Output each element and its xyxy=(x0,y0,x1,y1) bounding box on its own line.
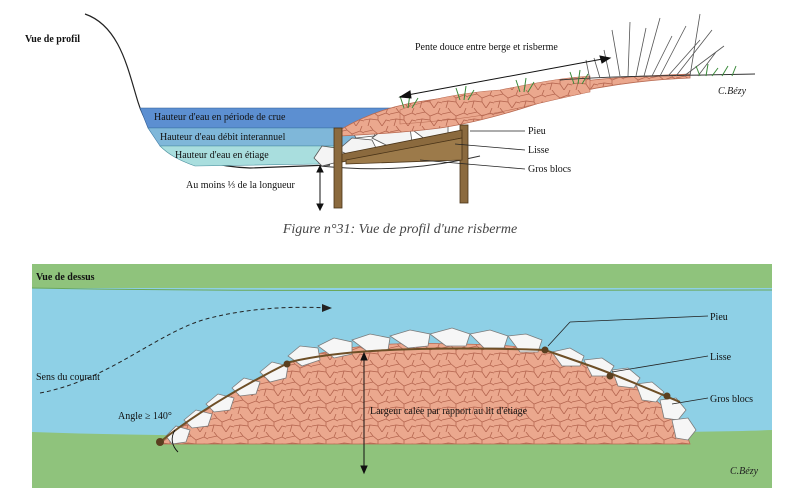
flood-level-label: Hauteur d'eau en période de crue xyxy=(154,112,286,123)
angle-label: Angle ≥ 140° xyxy=(118,411,172,422)
top-grass-band xyxy=(32,264,772,292)
width-arrow xyxy=(360,351,368,475)
top-leaders xyxy=(547,315,709,405)
low-water-layer xyxy=(159,145,346,167)
top-pieu-label: Pieu xyxy=(710,312,728,323)
gentle-slope-label: Pente douce entre berge et risberme xyxy=(415,42,558,53)
reeds xyxy=(585,13,725,81)
current-label: Sens du courant xyxy=(36,372,100,383)
stone-slope-upper xyxy=(399,75,591,125)
profile-view: Vue de profil Pente douce entre berge et… xyxy=(25,13,756,212)
profile-view-title: Vue de profil xyxy=(25,34,80,45)
current-arrow xyxy=(39,304,332,394)
profile-signature: C.Bézy xyxy=(718,86,747,97)
width-label: Largeur calée par rapport au lit d'étiag… xyxy=(370,406,528,417)
profile-gros-blocs-label: Gros blocs xyxy=(528,164,571,175)
figure-caption: Figure n°31: Vue de profil d'une risberm… xyxy=(282,222,517,237)
profile-lisse-label: Lisse xyxy=(528,145,550,156)
grass-tufts xyxy=(399,63,737,109)
profile-leaders xyxy=(419,130,526,170)
top-view: Vue de dessus Sens du courant Angle ≥ 14… xyxy=(31,264,773,488)
top-bank-edge xyxy=(31,287,773,291)
min-length-label: Au moins ⅓ de la longueur xyxy=(186,180,296,191)
top-lisse-label: Lisse xyxy=(710,352,732,363)
left-post xyxy=(333,127,343,209)
low-level-label: Hauteur d'eau en étiage xyxy=(175,150,269,161)
slope-arrow xyxy=(398,55,612,99)
angle-arc xyxy=(171,429,179,453)
top-posts xyxy=(156,346,671,446)
depth-arrow xyxy=(316,164,324,212)
top-signature: C.Bézy xyxy=(730,466,759,477)
top-gros-blocs-label: Gros blocs xyxy=(710,394,753,405)
profile-pieu-label: Pieu xyxy=(528,126,546,137)
mean-level-label: Hauteur d'eau débit interannuel xyxy=(160,132,286,143)
top-view-title: Vue de dessus xyxy=(36,272,95,283)
top-rail xyxy=(159,347,681,443)
bottom-grass-band xyxy=(32,430,772,488)
